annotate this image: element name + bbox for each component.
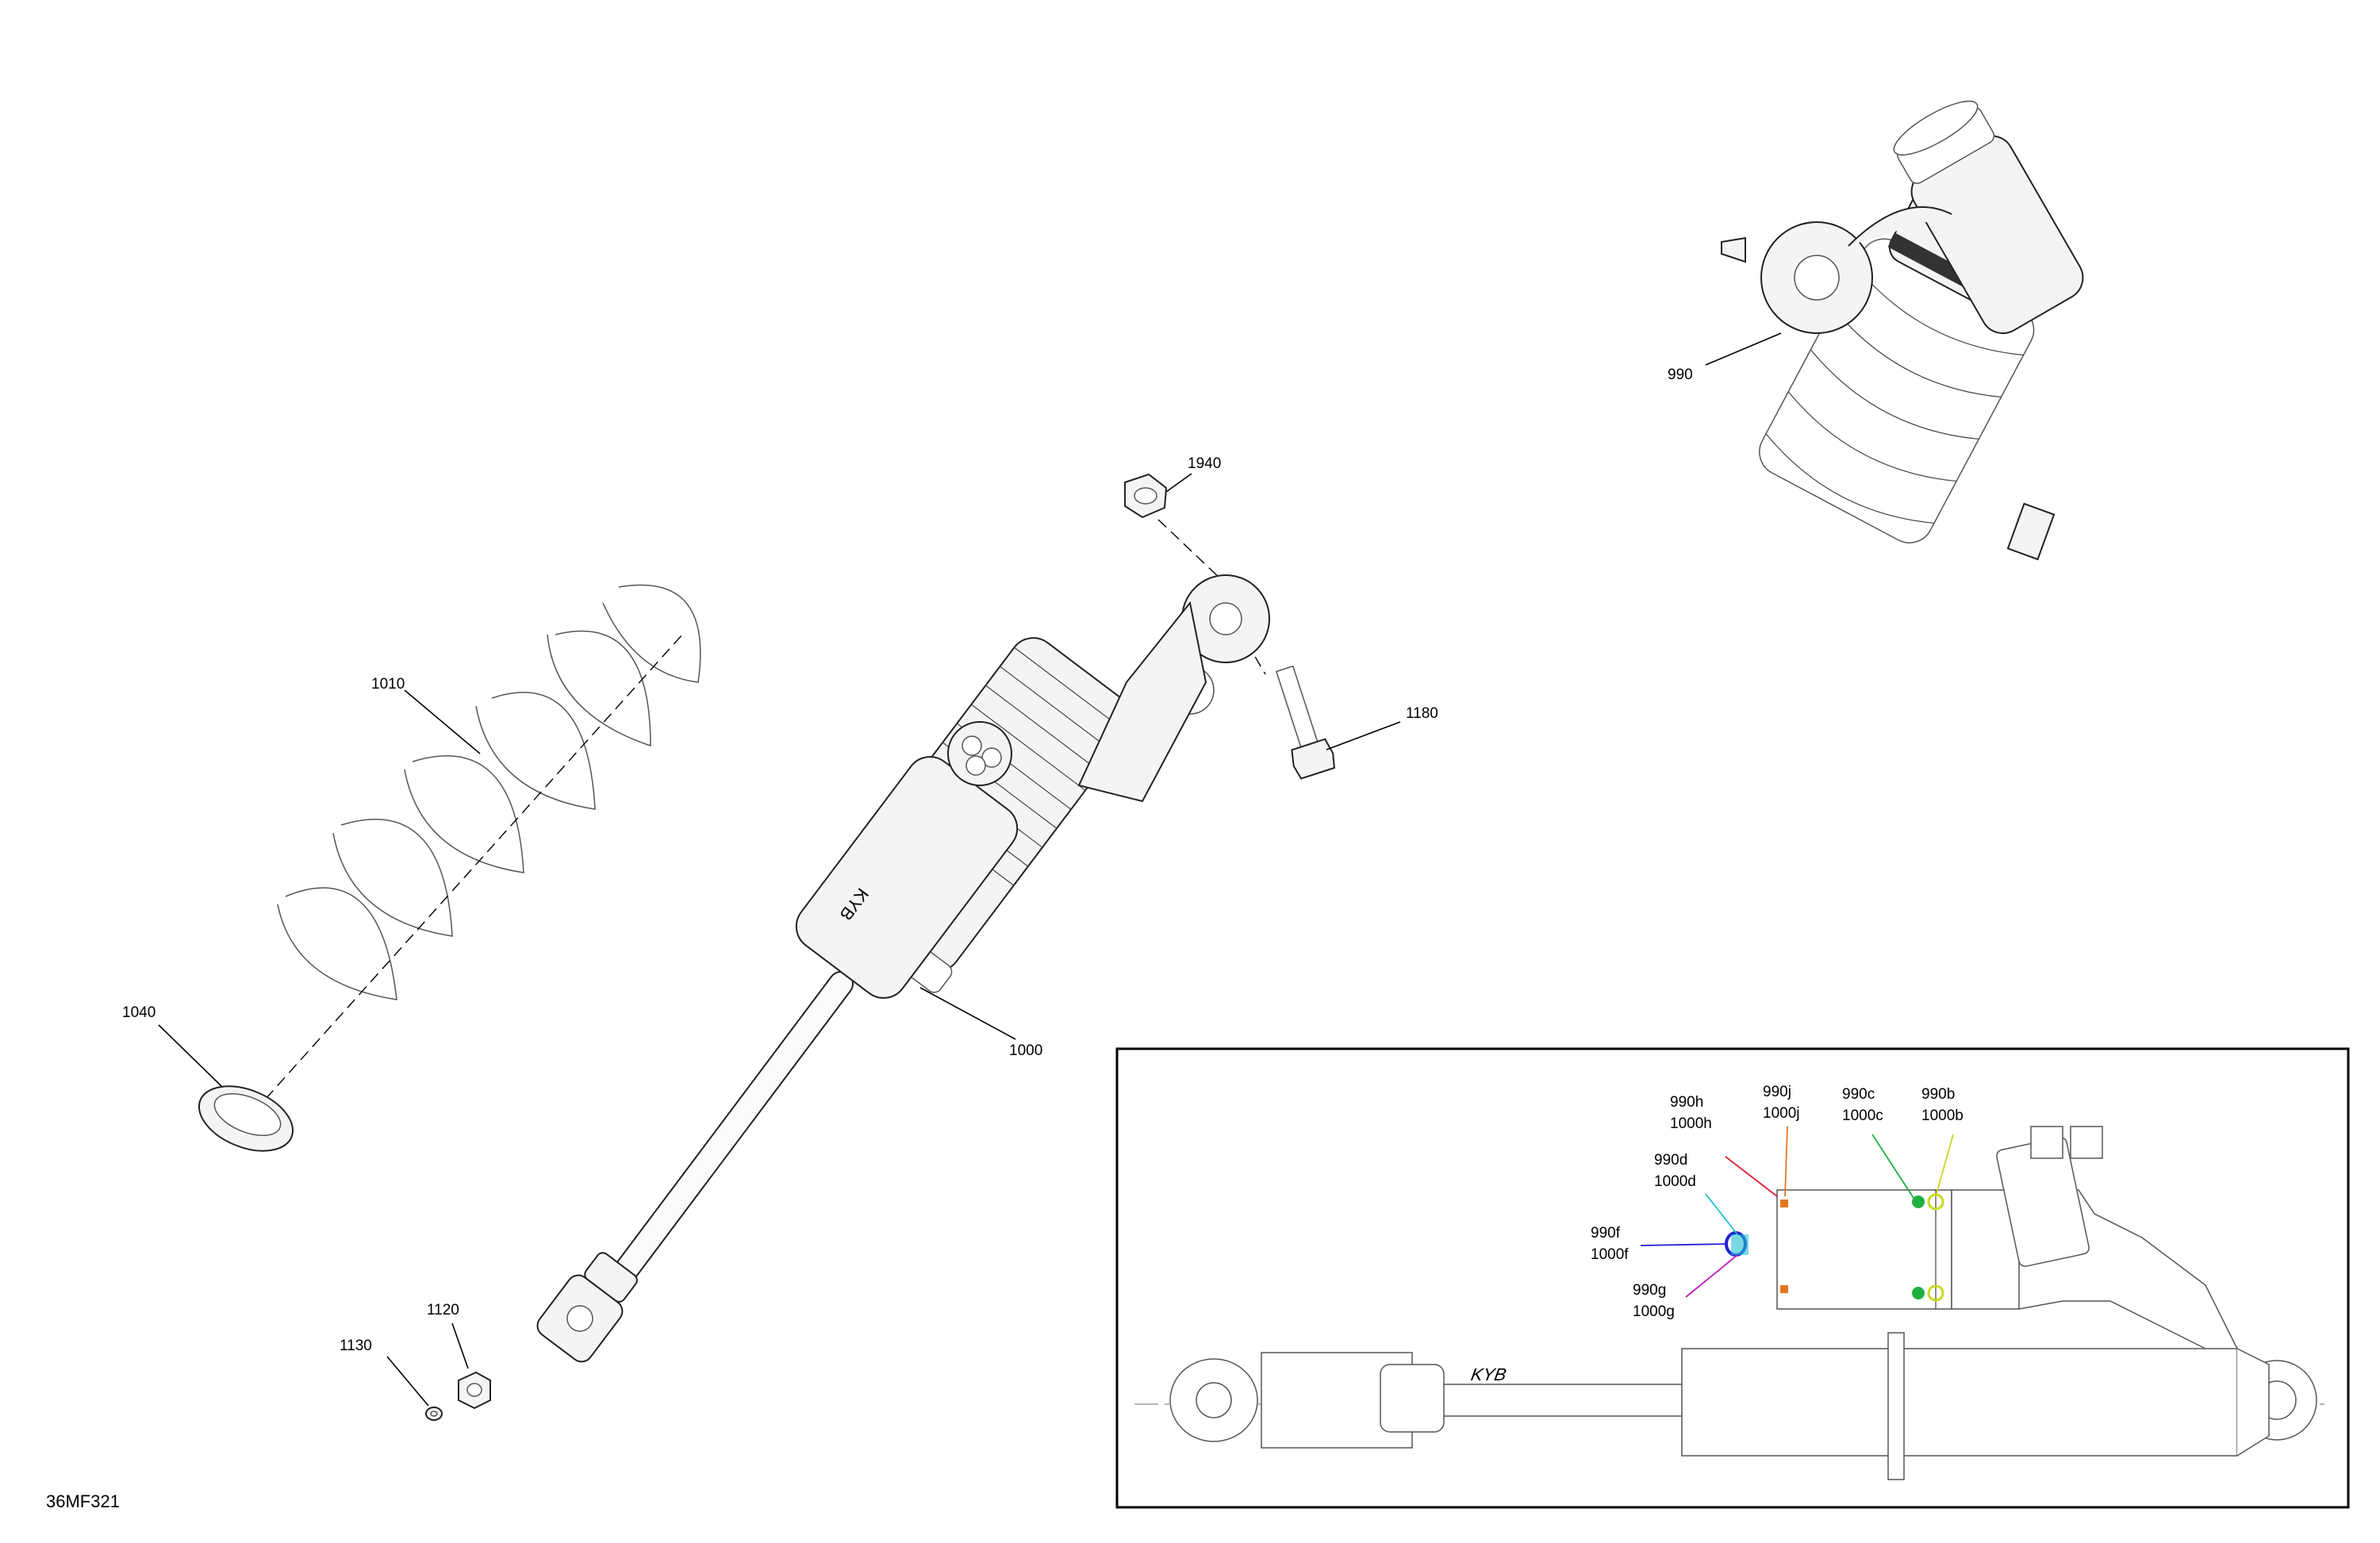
callout-1130: 1130 [340,1338,372,1354]
detail-inset: KYB 990h 1000h 990j 1000j 990c 1 [1115,1047,2350,1509]
detail-callout-990h: 990h [1670,1094,1703,1111]
callout-1010: 1010 [371,676,405,693]
detail-callout-990c: 990c [1842,1086,1875,1103]
kyb-logo-detail: KYB [1469,1365,1508,1384]
leader-1130 [386,1356,429,1407]
callout-1040: 1040 [122,1004,155,1021]
retainer-1040: 1040 [122,1004,294,1152]
detail-callout-1000b: 1000b [1921,1107,1964,1124]
callout-1180: 1180 [1406,705,1438,722]
shock-1000: KYB 1000 [536,574,1270,1363]
spring-1010: 1010 [265,584,701,1100]
detail-callout-1000f: 1000f [1591,1246,1629,1263]
callout-1940: 1940 [1188,455,1221,472]
detail-callout-1000h: 1000h [1670,1115,1712,1132]
assembled-shock-990: 990 [1668,100,2084,561]
detail-callout-990f: 990f [1591,1225,1621,1242]
drawing-reference: 36MF321 [46,1491,120,1511]
washer-1130: 1130 [340,1338,443,1421]
detail-callout-1000c: 1000c [1842,1107,1883,1124]
detail-callout-1000j: 1000j [1763,1105,1800,1122]
leader-1040 [158,1024,223,1088]
leader-990 [1705,332,1782,366]
leader-1180 [1326,721,1401,750]
callout-1120: 1120 [427,1302,459,1318]
detail-callout-1000d: 1000d [1654,1173,1696,1190]
detail-callout-990j: 990j [1763,1084,1791,1100]
nut-1120: 1120 [427,1302,491,1410]
detail-callout-1000g: 1000g [1633,1303,1675,1320]
detail-callout-990b: 990b [1921,1086,1955,1103]
detail-callout-990g: 990g [1633,1282,1666,1299]
bolt-1180: 1180 [1237,626,1438,780]
callout-1000: 1000 [1009,1042,1042,1059]
callout-990: 990 [1668,367,1693,383]
detail-callout-990d: 990d [1654,1152,1687,1169]
leader-1940 [1165,473,1192,493]
leader-1010 [404,689,481,754]
nut-1940: 1940 [1124,455,1238,596]
leader-1000 [919,987,1016,1040]
leader-1120 [451,1322,469,1369]
